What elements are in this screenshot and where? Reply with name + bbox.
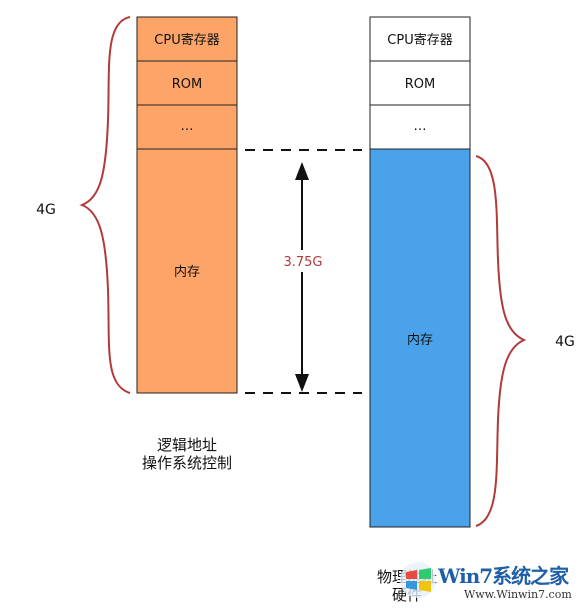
watermark-url: Www.Winwin7.com — [464, 588, 572, 601]
right-segment-memory-label: 内存 — [407, 332, 433, 348]
watermark-title: Win7系统之家 — [438, 564, 569, 588]
right-segment-memory — [369, 148, 471, 528]
right-brace — [475, 155, 527, 527]
left-caption-line-1: 逻辑地址 — [156, 436, 217, 454]
right-segment-ellipsis-label: … — [414, 119, 427, 134]
right-stack: CPU寄存器 ROM … 内存 — [369, 16, 471, 528]
left-segment-rom-label: ROM — [172, 77, 202, 92]
left-caption-line-2: 操作系统控制 — [141, 454, 232, 472]
left-segment-cpu-registers-label: CPU寄存器 — [154, 32, 219, 48]
right-size-label: 4G — [555, 334, 575, 350]
left-segment-memory — [136, 148, 238, 394]
span-double-arrow — [295, 162, 309, 392]
windows-logo-icon — [400, 562, 436, 598]
left-caption: 逻辑地址 操作系统控制 — [122, 436, 252, 472]
left-segment-ellipsis-label: … — [181, 119, 194, 134]
left-size-label: 4G — [36, 202, 56, 218]
site-watermark: Win7系统之家 Www.Winwin7.com — [398, 558, 584, 604]
left-segment-memory-label: 内存 — [174, 264, 200, 280]
span-label: 3.75G — [283, 255, 322, 270]
right-segment-rom-label: ROM — [405, 77, 435, 92]
left-stack: CPU寄存器 ROM … 内存 — [136, 16, 238, 394]
left-segment-cpu-registers — [136, 16, 238, 62]
left-segment-ellipsis — [136, 104, 238, 150]
right-segment-ellipsis — [369, 104, 471, 150]
right-segment-cpu-registers-label: CPU寄存器 — [387, 32, 452, 48]
left-segment-rom — [136, 60, 238, 106]
left-brace — [79, 16, 131, 394]
span-label-bg — [278, 250, 328, 272]
